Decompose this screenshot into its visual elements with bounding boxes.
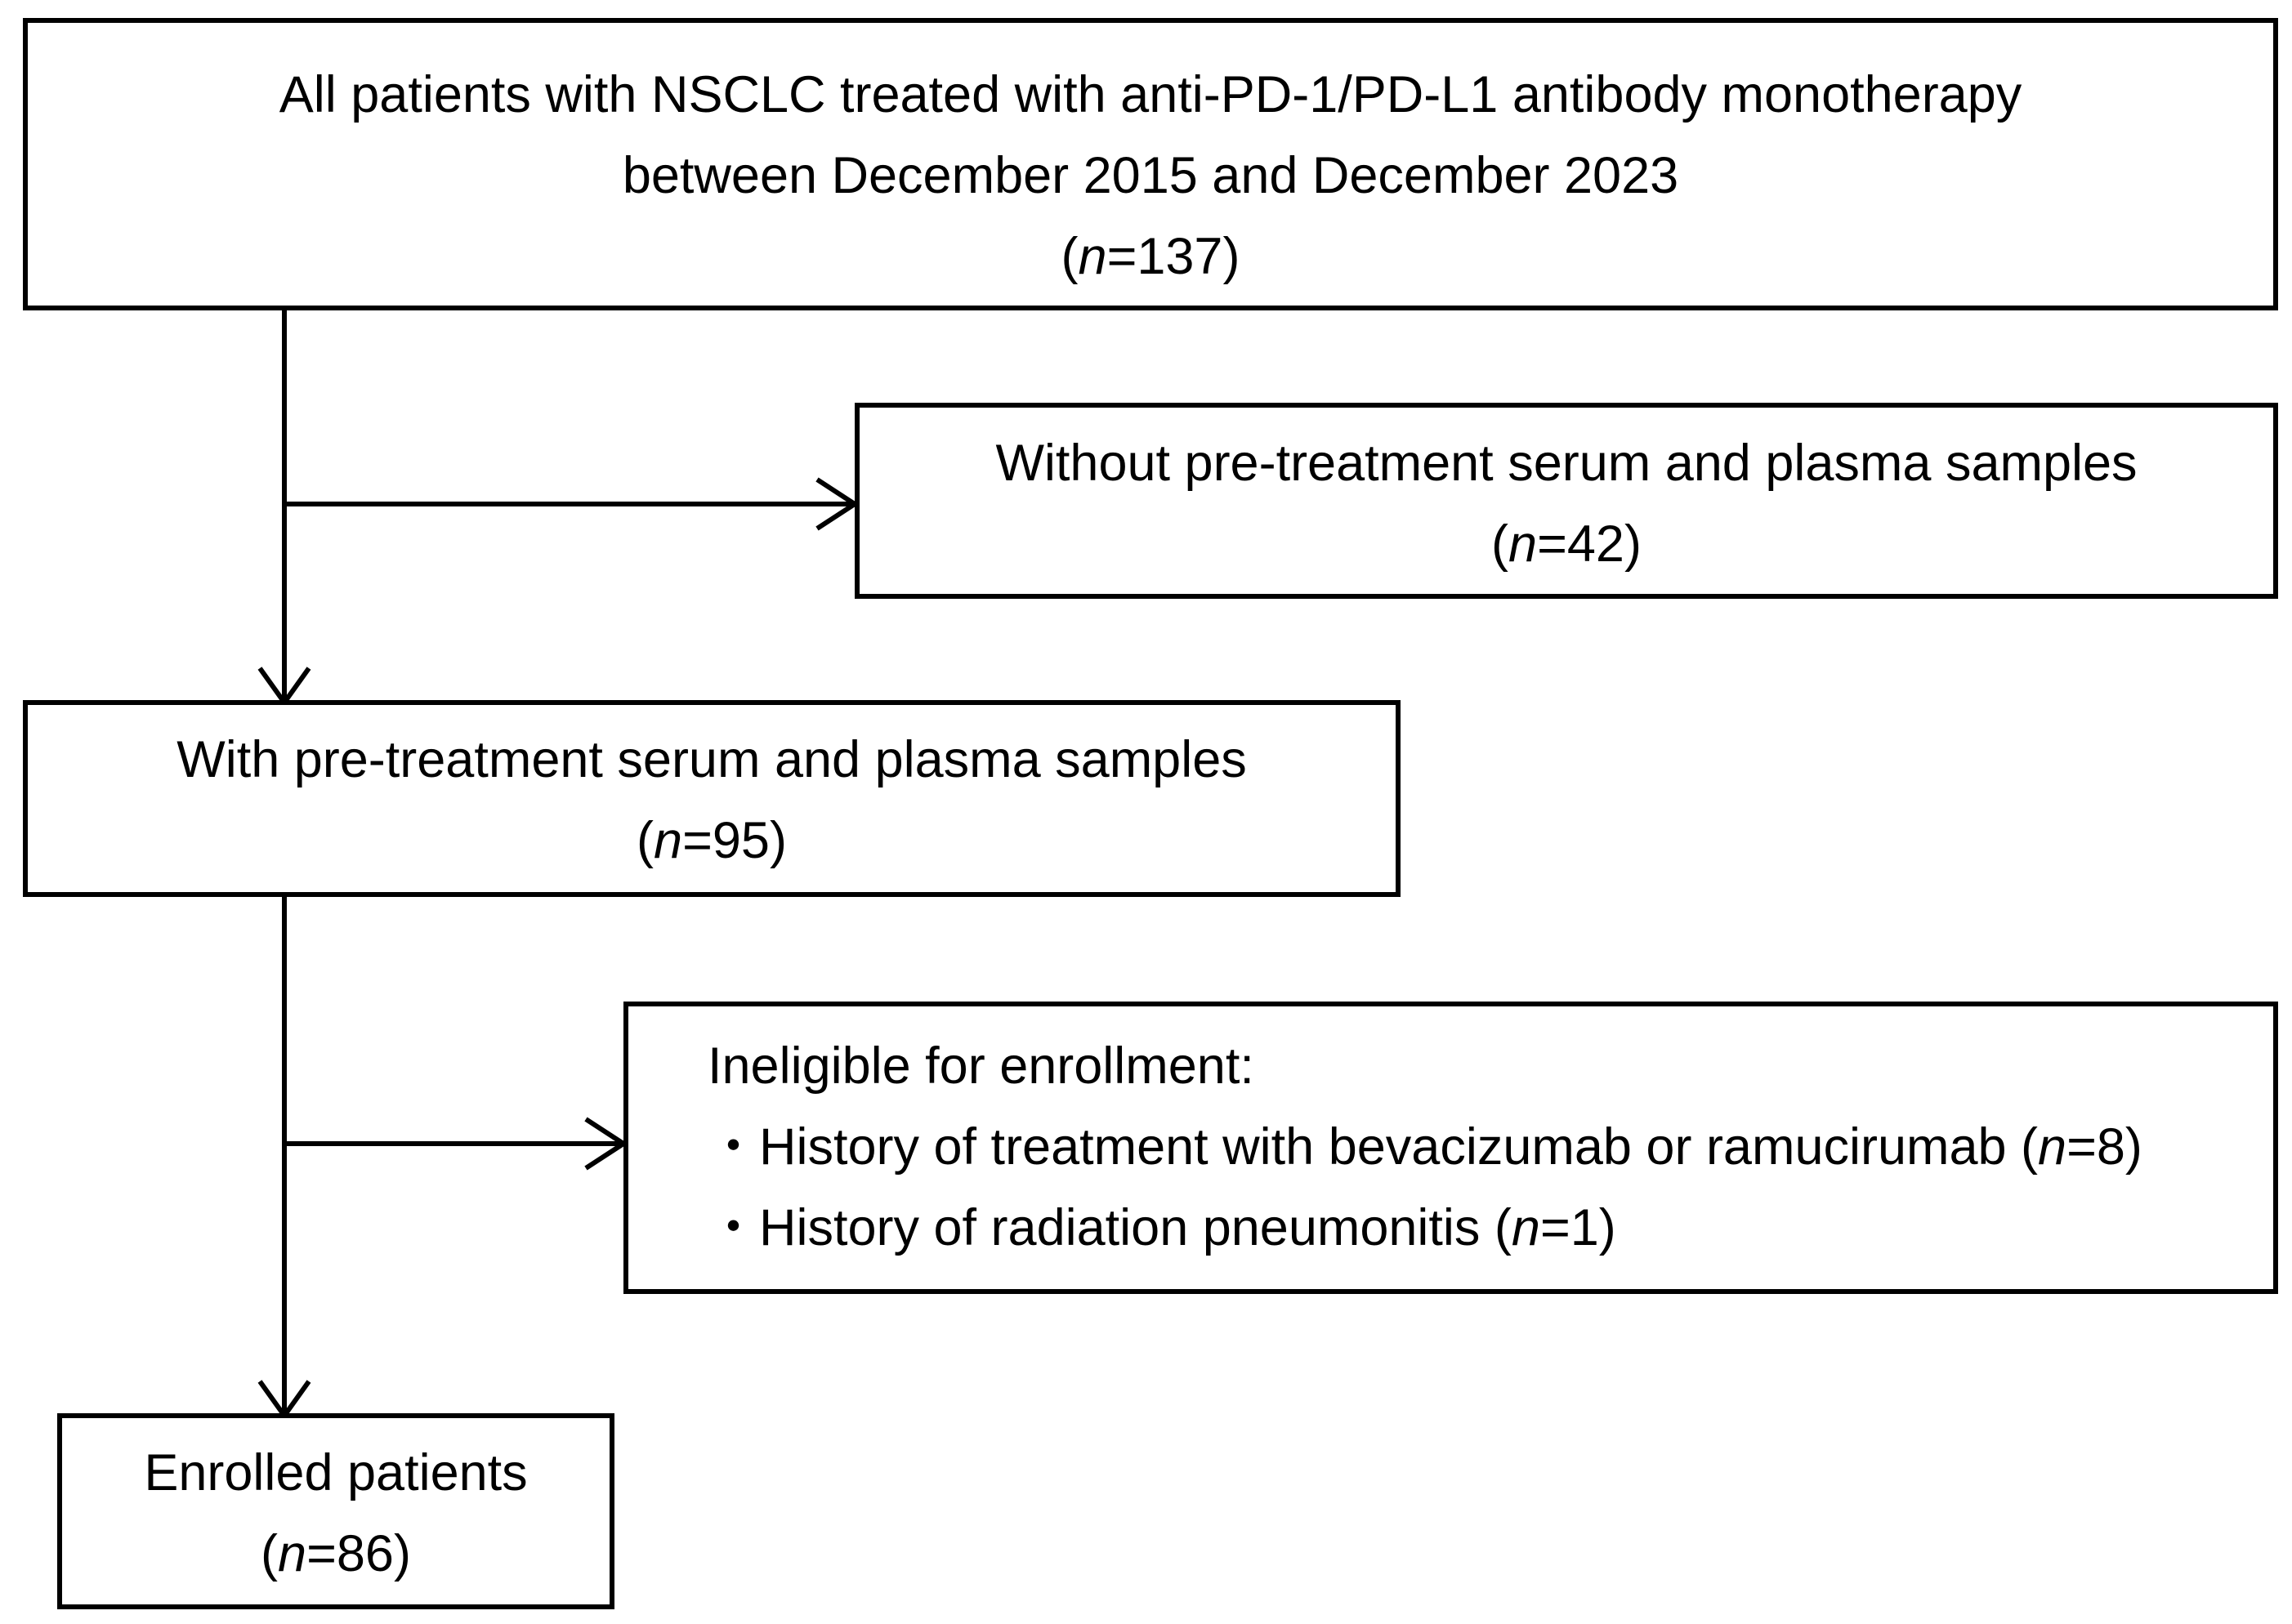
- excluded-box-1-count: (n=42): [1491, 515, 1642, 573]
- ineligible-item-2: ・History of radiation pneumonitis (n=1): [708, 1199, 1616, 1256]
- ineligible-item-1: ・History of treatment with bevacizumab o…: [708, 1118, 2142, 1176]
- final-box-enrolled: Enrolled patients (n=86): [57, 1413, 614, 1609]
- bullet-2: ・: [708, 1199, 759, 1256]
- top-box-line-2: between December 2015 and December 2023: [622, 147, 1679, 204]
- top-box-count: (n=137): [1061, 228, 1240, 285]
- final-box-count: (n=86): [261, 1525, 411, 1582]
- middle-box-with-samples: With pre-treatment serum and plasma samp…: [23, 700, 1401, 897]
- ineligible-heading: Ineligible for enrollment:: [708, 1037, 1254, 1095]
- excluded-box-ineligible: Ineligible for enrollment: ・History of t…: [623, 1002, 2278, 1294]
- excluded-box-1-line-1: Without pre-treatment serum and plasma s…: [995, 435, 2138, 492]
- middle-box-line-1: With pre-treatment serum and plasma samp…: [176, 731, 1247, 788]
- middle-box-count: (n=95): [637, 812, 787, 869]
- top-box: All patients with NSCLC treated with ant…: [23, 18, 2278, 310]
- final-box-line-1: Enrolled patients: [144, 1444, 528, 1501]
- excluded-box-no-samples: Without pre-treatment serum and plasma s…: [855, 403, 2278, 599]
- top-box-line-1: All patients with NSCLC treated with ant…: [279, 66, 2022, 123]
- bullet-1: ・: [708, 1118, 759, 1176]
